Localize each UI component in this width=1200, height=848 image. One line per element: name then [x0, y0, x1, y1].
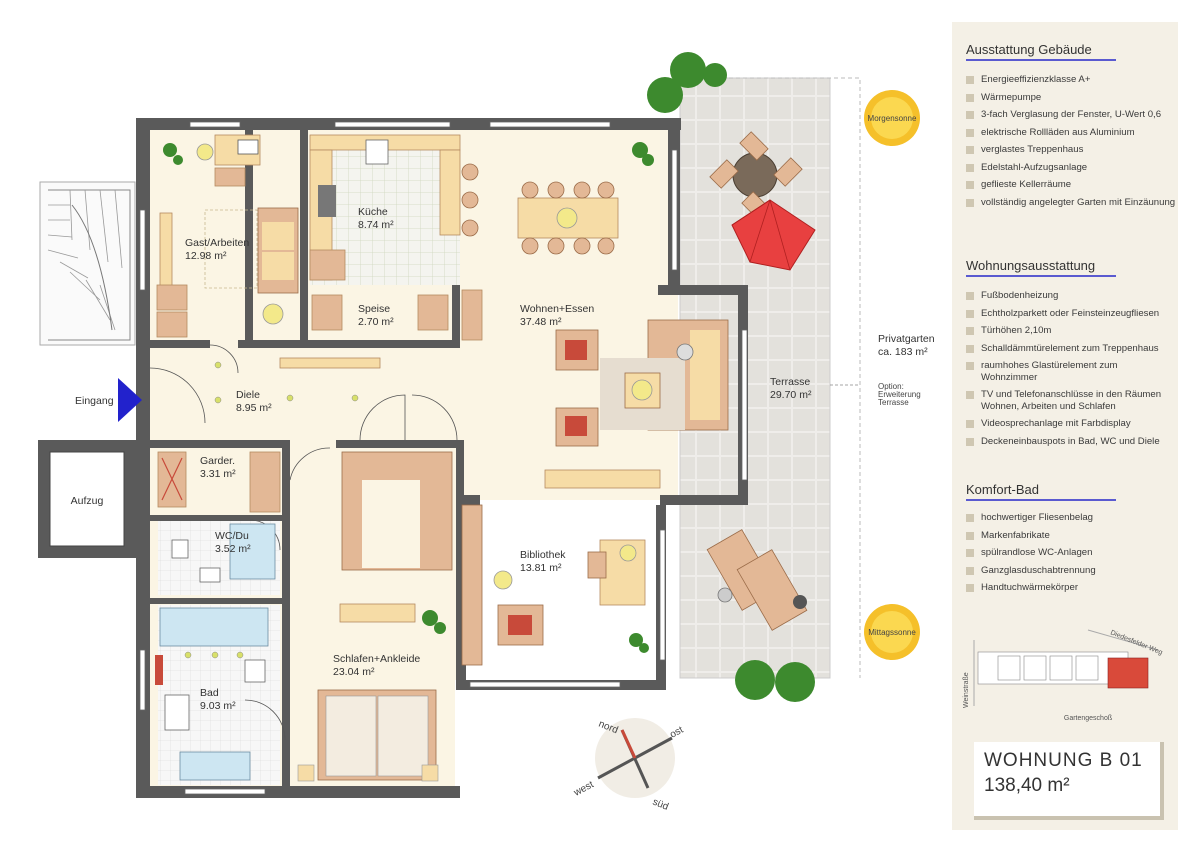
garderobe-furniture: [157, 451, 281, 513]
room-area-privatgarten: ca. 183 m²: [878, 346, 928, 358]
feature-item: Türhöhen 2,10m: [966, 325, 1176, 337]
room-name-gast: Gast/Arbeiten: [185, 237, 249, 249]
feature-item: Schalldämmtürelement zum Treppenhaus: [966, 343, 1176, 355]
feature-item: Echtholzparkett oder Feinsteinzeugfliese…: [966, 308, 1176, 320]
wc-fixtures: [171, 523, 276, 583]
room-name-privatgarten: Privatgarten: [878, 333, 935, 345]
feature-list-building: Energieeffizienzklasse A+ Wärmepumpe 3-f…: [966, 74, 1176, 214]
room-area-garder: 3.31 m²: [200, 468, 236, 480]
room-name-diele: Diele: [236, 389, 260, 401]
windows: [139, 121, 748, 795]
feature-item: hochwertiger Fliesenbelag: [966, 512, 1176, 524]
morning-sun-label: Morgensonne: [868, 114, 917, 123]
room-area-bibliothek: 13.81 m²: [520, 562, 562, 574]
sun-morning: Morgensonne: [864, 90, 920, 146]
room-area-bad: 9.03 m²: [200, 700, 236, 712]
option-note: Option: Erweiterung Terrasse: [878, 382, 921, 407]
room-area-terrasse: 29.70 m²: [770, 389, 812, 401]
bath-fixtures: [155, 607, 269, 781]
room-area-gast: 12.98 m²: [185, 250, 227, 262]
room-area-wc: 3.52 m²: [215, 543, 251, 555]
feature-item: geflieste Kellerräume: [966, 179, 1176, 191]
feature-item: spülrandlose WC-Anlagen: [966, 547, 1176, 559]
feature-item: vollständig angelegter Garten mit Einzäu…: [966, 197, 1176, 209]
gast-furniture: [156, 134, 299, 338]
feature-item: raumhohes Glastürelement zum Wohnzimmer: [966, 360, 1176, 383]
feature-item: Wärmepumpe: [966, 92, 1176, 104]
feature-item: Fußbodenheizung: [966, 290, 1176, 302]
compass: nord ost west süd: [571, 718, 685, 813]
compass-west: west: [571, 779, 595, 799]
room-area-wohnen: 37.48 m²: [520, 316, 562, 328]
feature-item: elektrische Rollläden aus Aluminium: [966, 127, 1176, 139]
option-line1: Option:: [878, 382, 904, 391]
entrance-marker: Eingang: [75, 378, 142, 422]
room-area-diele: 8.95 m²: [236, 402, 272, 414]
locator-floor: Gartengeschoß: [1064, 715, 1112, 722]
feature-item: Handtuchwärmekörper: [966, 582, 1176, 594]
feature-item: Deckeneinbauspots in Bad, WC und Diele: [966, 436, 1176, 448]
room-area-speise: 2.70 m²: [358, 316, 394, 328]
locator-street-1: Weinstraße: [963, 672, 970, 708]
feature-list-apartment: Fußbodenheizung Echtholzparkett oder Fei…: [966, 290, 1176, 453]
info-panel: Ausstattung Gebäude Energieeffizienzklas…: [952, 22, 1178, 830]
feature-item: Energieeffizienzklasse A+: [966, 74, 1176, 86]
room-name-bad: Bad: [200, 687, 219, 699]
section-title-apartment: Wohnungsausstattung: [966, 258, 1116, 277]
entrance-label: Eingang: [75, 395, 114, 407]
compass-south: süd: [651, 797, 670, 813]
room-area-schlafen: 23.04 m²: [333, 666, 375, 678]
room-name-speise: Speise: [358, 303, 390, 315]
option-line3: Terrasse: [878, 398, 909, 407]
option-line2: Erweiterung: [878, 390, 921, 399]
room-name-bibliothek: Bibliothek: [520, 549, 566, 561]
library-furniture: [461, 504, 649, 666]
feature-item: Markenfabrikate: [966, 530, 1176, 542]
section-title-bath: Komfort-Bad: [966, 482, 1116, 501]
staircase: [39, 181, 136, 346]
noon-sun-label: Mittagssonne: [868, 628, 916, 637]
room-name-terrasse: Terrasse: [770, 376, 810, 388]
elevator-label: Aufzug: [71, 495, 104, 507]
living-furniture: [517, 142, 729, 489]
bedroom-furniture: [297, 451, 453, 782]
feature-item: Videosprechanlage mit Farbdisplay: [966, 418, 1176, 430]
feature-list-bath: hochwertiger Fliesenbelag Markenfabrikat…: [966, 512, 1176, 600]
unit-area: 138,40 m²: [984, 775, 1070, 796]
room-name-kueche: Küche: [358, 206, 388, 218]
feature-item: Ganzglasduschabtrennung: [966, 565, 1176, 577]
terrace-furniture: [706, 131, 816, 631]
unit-name: WOHNUNG B 01: [984, 750, 1143, 771]
kitchen-furniture: [309, 134, 483, 341]
room-name-wohnen: Wohnen+Essen: [520, 303, 594, 315]
unit-summary: WOHNUNG B 01 138,40 m²: [974, 742, 1164, 820]
sun-noon: Mittagssonne: [864, 604, 920, 660]
section-title-building: Ausstattung Gebäude: [966, 42, 1116, 61]
feature-item: TV und Telefonanschlüsse in den Räumen W…: [966, 389, 1176, 412]
feature-item: Edelstahl-Aufzugsanlage: [966, 162, 1176, 174]
room-area-kueche: 8.74 m²: [358, 219, 394, 231]
elevator: Aufzug: [38, 440, 136, 558]
room-name-wc: WC/Du: [215, 530, 249, 542]
site-locator-map: Diedesfelder Weg Weinstraße Gartengescho…: [963, 629, 1163, 722]
feature-item: 3-fach Verglasung der Fenster, U-Wert 0,…: [966, 109, 1176, 121]
floor-plan: Aufzug: [38, 52, 935, 813]
trees: [647, 52, 815, 702]
room-labels: Gast/Arbeiten 12.98 m² Küche 8.74 m² Spe…: [185, 206, 935, 712]
room-name-schlafen: Schlafen+Ankleide: [333, 653, 420, 665]
room-name-garder: Garder.: [200, 455, 235, 467]
feature-item: verglastes Treppenhaus: [966, 144, 1176, 156]
